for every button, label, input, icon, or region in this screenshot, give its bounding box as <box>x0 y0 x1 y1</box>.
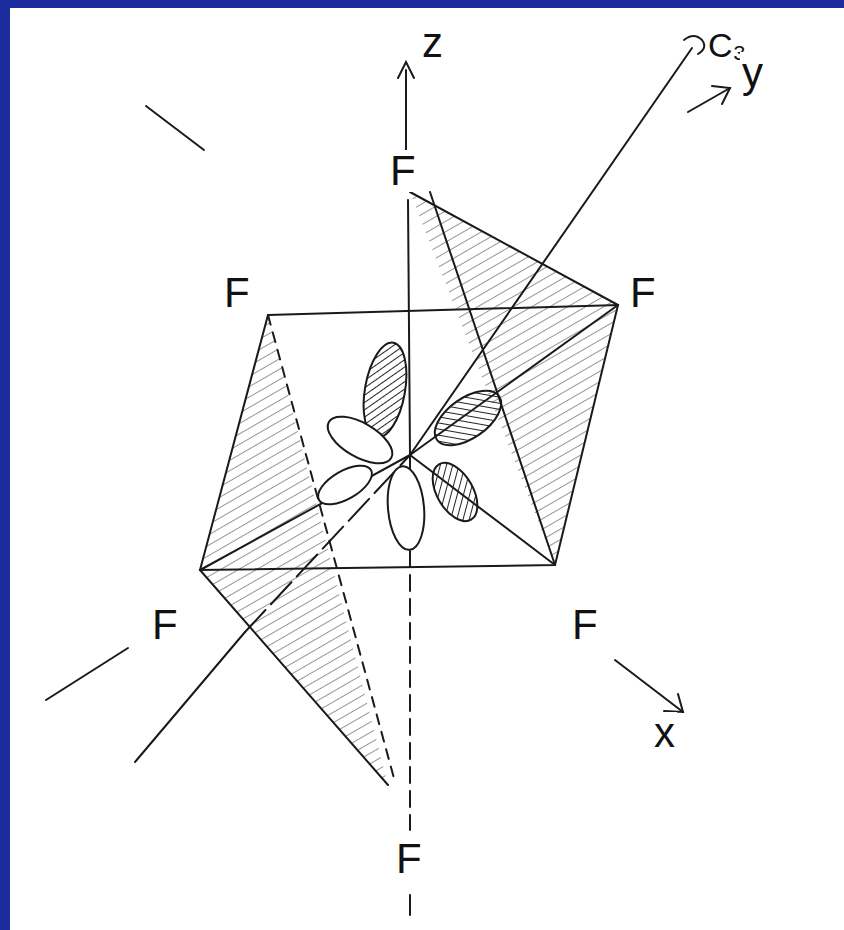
axis-label: x <box>652 712 677 754</box>
axis-label: y <box>740 52 765 94</box>
atom-label: F <box>628 272 658 314</box>
axis-label: z <box>420 22 445 64</box>
atom-label: F <box>150 604 180 646</box>
atom-label: F <box>222 272 252 314</box>
atom-label: F <box>570 604 600 646</box>
atom-label: F <box>394 838 424 880</box>
atom-label: F <box>388 150 418 192</box>
